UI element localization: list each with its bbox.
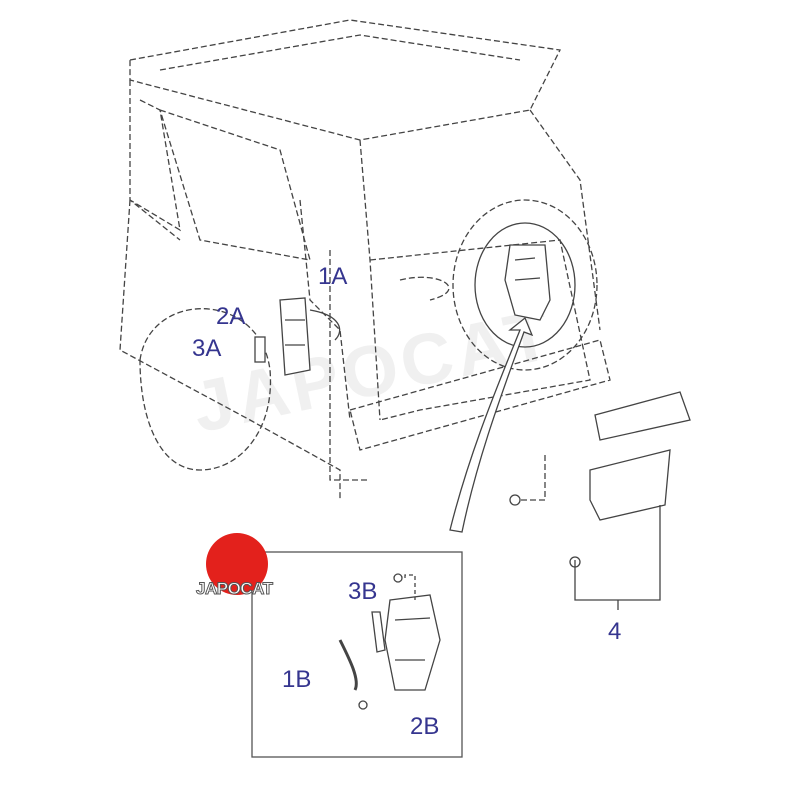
spare-tire bbox=[452, 199, 598, 371]
hinge-2a bbox=[279, 297, 311, 376]
detail-inset bbox=[251, 551, 463, 758]
callout-2a: 2A bbox=[216, 303, 246, 330]
callout-1a: 1A bbox=[318, 263, 348, 290]
logo-disc bbox=[206, 533, 268, 595]
callout-3a: 3A bbox=[192, 335, 222, 362]
callout-1b: 1B bbox=[282, 666, 312, 693]
pointer-arrow bbox=[449, 316, 534, 533]
rear-light bbox=[594, 391, 691, 441]
logo-text: JAPOCAT bbox=[195, 579, 273, 599]
rear-wheel bbox=[139, 308, 272, 471]
hinge-2b bbox=[384, 594, 441, 691]
callout-2b: 2B bbox=[410, 713, 440, 740]
japocat-logo: JAPOCAT bbox=[195, 533, 286, 613]
callout-4: 4 bbox=[608, 618, 622, 645]
panel-4 bbox=[589, 449, 671, 521]
callout-3b: 3B bbox=[348, 578, 378, 605]
